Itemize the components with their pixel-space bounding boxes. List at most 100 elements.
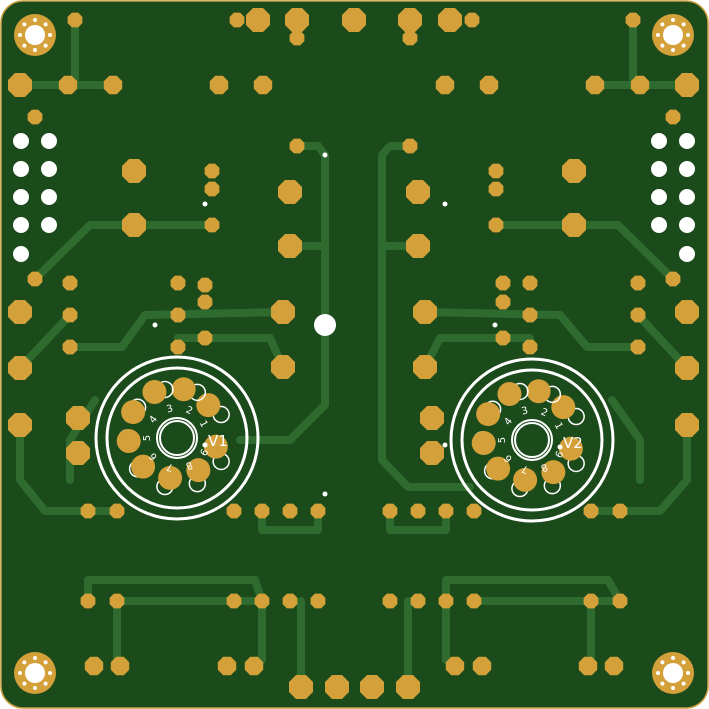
pin-number-label: 2	[539, 407, 549, 420]
pad	[665, 271, 681, 287]
pad	[438, 593, 454, 609]
pad	[170, 339, 186, 355]
pad	[271, 300, 295, 324]
pad	[66, 406, 90, 430]
vias	[13, 133, 695, 497]
pad	[488, 181, 504, 197]
pad	[413, 300, 437, 324]
header-hole	[13, 161, 29, 177]
pad	[406, 180, 430, 204]
pad	[310, 593, 326, 609]
pad	[84, 656, 104, 676]
pad	[612, 503, 628, 519]
pad	[131, 454, 156, 479]
pad	[289, 30, 305, 46]
pad	[121, 400, 146, 425]
pad	[445, 656, 465, 676]
pin-number-label: 9	[552, 448, 565, 459]
pin-number-label: 6	[147, 450, 160, 462]
header-hole	[41, 161, 57, 177]
pad	[522, 307, 538, 323]
pad	[675, 300, 699, 324]
pad	[204, 217, 220, 233]
pad	[285, 8, 309, 32]
pin-number-label: 8	[539, 461, 549, 474]
pad	[80, 593, 96, 609]
pad	[229, 12, 245, 28]
pad	[541, 460, 566, 485]
pad	[209, 75, 229, 95]
pad	[398, 8, 422, 32]
pad	[665, 109, 681, 125]
pad	[495, 294, 511, 310]
pad	[630, 339, 646, 355]
pad	[562, 159, 586, 183]
pad	[464, 12, 480, 28]
pad	[197, 330, 213, 346]
pad	[526, 379, 551, 404]
pad	[406, 234, 430, 258]
header-hole	[13, 189, 29, 205]
header-hole	[41, 189, 57, 205]
pad	[158, 465, 183, 490]
pin-number-label: 1	[197, 419, 210, 430]
pad	[66, 441, 90, 465]
pin-number-label: 5	[142, 435, 153, 441]
pad	[204, 181, 220, 197]
trace	[236, 142, 329, 444]
pad	[62, 339, 78, 355]
pin-number-label: 9	[197, 446, 210, 457]
pad	[226, 593, 242, 609]
pin-number-label: 2	[184, 405, 194, 418]
reference-designator: V2	[563, 434, 583, 452]
pad	[402, 30, 418, 46]
pad	[382, 503, 398, 519]
pad	[585, 75, 605, 95]
trace	[31, 221, 216, 283]
pad	[402, 138, 418, 154]
pad	[253, 75, 273, 95]
pin-number-label: 3	[165, 403, 174, 415]
pad	[630, 275, 646, 291]
pad	[675, 73, 699, 97]
pad	[630, 75, 650, 95]
pad	[382, 593, 398, 609]
pin-number-label: 4	[147, 414, 160, 426]
pin-number-label: 3	[520, 405, 529, 417]
header-hole	[651, 217, 667, 233]
pad	[142, 379, 167, 404]
via	[442, 201, 448, 207]
pad	[583, 503, 599, 519]
pad	[488, 163, 504, 179]
pad	[578, 656, 598, 676]
via	[314, 314, 336, 336]
pad	[562, 213, 586, 237]
pad	[109, 593, 125, 609]
header-hole	[651, 161, 667, 177]
pin-number-label: 4	[502, 416, 515, 428]
pad	[282, 503, 298, 519]
pad	[420, 406, 444, 430]
trace	[421, 308, 642, 351]
pad	[278, 180, 302, 204]
trace	[84, 576, 266, 605]
mounting-hole	[652, 652, 694, 694]
pad	[204, 163, 220, 179]
pad	[8, 413, 32, 437]
pad	[435, 75, 455, 95]
mounting-hole	[652, 14, 694, 56]
pad	[103, 75, 123, 95]
pad	[254, 503, 270, 519]
pad	[360, 675, 384, 699]
pin-number-label: 5	[497, 437, 508, 443]
pad	[62, 307, 78, 323]
pad	[8, 356, 32, 380]
pad	[438, 8, 462, 32]
pad	[196, 393, 221, 418]
pad	[110, 656, 130, 676]
pad	[495, 275, 511, 291]
header-hole	[679, 161, 695, 177]
